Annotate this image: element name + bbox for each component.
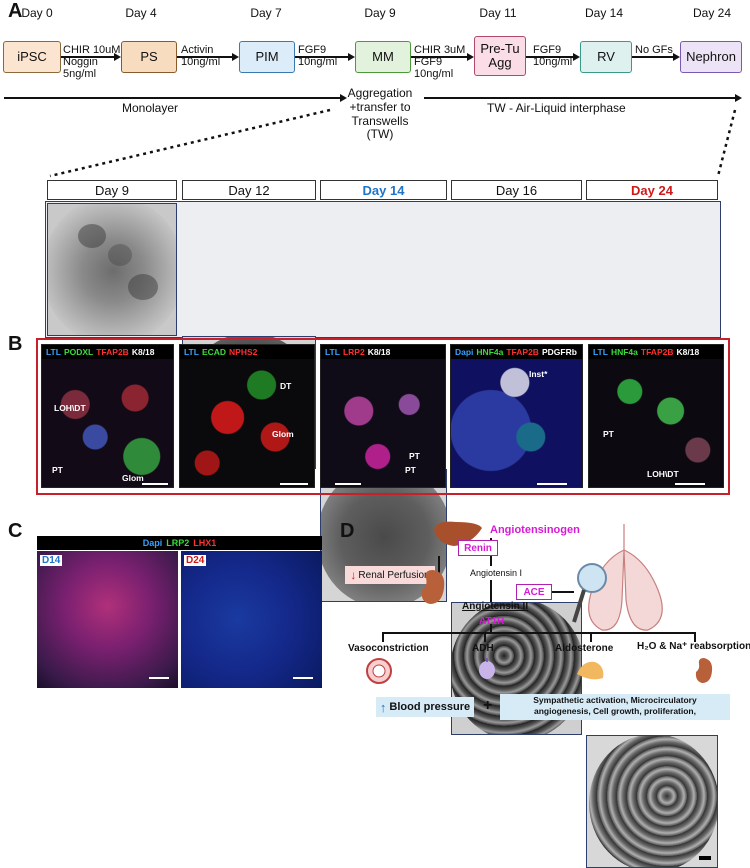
effect-reabsorption: H₂O & Na⁺ reabsorption bbox=[637, 641, 750, 652]
liver-icon bbox=[434, 521, 482, 546]
day-label-9: Day 9 bbox=[364, 6, 396, 20]
day-label-14: Day 14 bbox=[584, 6, 624, 20]
condition-3: FGF9 10ng/ml bbox=[298, 44, 338, 69]
tw-label: TW - Air-Liquid interphase bbox=[487, 101, 626, 115]
stage-ps: PS bbox=[121, 41, 177, 73]
label-pt: PT bbox=[52, 465, 63, 475]
label-dt: DT bbox=[280, 381, 292, 391]
kidney-small-icon bbox=[695, 658, 713, 683]
condition-5: FGF9 10ng/ml bbox=[533, 44, 573, 69]
adrenal-icon bbox=[577, 661, 604, 680]
stage-pretu-agg: Pre-Tu Agg bbox=[474, 36, 526, 76]
condition-4: CHIR 3uM FGF9 10ng/ml bbox=[414, 44, 466, 81]
kidney-icon bbox=[421, 570, 445, 604]
monolayer-label: Monolayer bbox=[122, 101, 179, 115]
d24-label: D24 bbox=[184, 555, 207, 566]
bf-day-12: Day 12 bbox=[182, 180, 316, 200]
label-glom-2: Glom bbox=[272, 429, 294, 439]
renin-box: Renin bbox=[458, 540, 498, 556]
at1r-label: AT1R bbox=[479, 616, 505, 627]
condition-6: No GFs bbox=[635, 44, 673, 56]
label-loh-dt-5: LOH\DT bbox=[647, 469, 679, 479]
stage-ipsc: iPSC bbox=[3, 41, 61, 73]
day-label-4: Day 4 bbox=[125, 6, 157, 20]
magnifier-icon bbox=[572, 563, 607, 623]
label-glom: Glom bbox=[122, 473, 144, 483]
label-pt-a: PT bbox=[409, 451, 420, 461]
angiotensin1-label: Angiotensin I bbox=[470, 568, 523, 578]
renal-perfusion-box: ↓Renal Perfusion bbox=[345, 566, 435, 584]
lungs-icon bbox=[588, 524, 663, 631]
aggregation-label: Aggregation +transfer to Transwells (TW) bbox=[347, 86, 413, 142]
condition-1: CHIR 10uM Noggin 5ng/ml bbox=[63, 44, 121, 81]
panel-a-letter: A bbox=[8, 0, 23, 22]
effect-vasoconstriction: Vasoconstriction bbox=[348, 643, 429, 654]
bf-day-14: Day 14 bbox=[320, 180, 447, 200]
d14-label: D14 bbox=[40, 555, 63, 566]
bf-image-day24 bbox=[586, 735, 718, 868]
panel-c-d14-image: D14 bbox=[37, 551, 178, 688]
angiotensinogen-label: Angiotensinogen bbox=[490, 524, 580, 536]
label-loh-dt: LOH\DT bbox=[54, 403, 86, 413]
day-label-7: Day 7 bbox=[250, 6, 282, 20]
bf-day-24: Day 24 bbox=[586, 180, 718, 200]
day-label-0: Day 0 bbox=[21, 6, 53, 20]
day-label-11: Day 11 bbox=[479, 6, 517, 20]
panel-c-letter: C bbox=[8, 520, 23, 542]
stage-mm: MM bbox=[355, 41, 411, 73]
panel-c-d24-image: D24 bbox=[181, 551, 322, 688]
pituitary-icon bbox=[479, 658, 495, 679]
bf-day-16: Day 16 bbox=[451, 180, 582, 200]
day-label-24: Day 24 bbox=[692, 6, 732, 20]
vessel-icon bbox=[366, 658, 392, 684]
stage-pim: PIM bbox=[239, 41, 295, 73]
panel-b-frame bbox=[36, 338, 730, 495]
stage-nephron: Nephron bbox=[680, 41, 742, 73]
panel-c-header: Dapi LRP2 LHX1 bbox=[37, 536, 322, 550]
effect-adh: ADH bbox=[472, 643, 494, 654]
effect-aldosterone: Aldosterone bbox=[555, 643, 614, 654]
bf-image-day9 bbox=[47, 203, 177, 336]
bf-day-9: Day 9 bbox=[47, 180, 177, 200]
downstream-box: Sympathetic activation, Microcirculatory… bbox=[500, 694, 730, 720]
stage-rv: RV bbox=[580, 41, 632, 73]
zoom-lines bbox=[49, 108, 737, 178]
condition-2: Activin 10ng/ml bbox=[181, 44, 221, 69]
ace-box: ACE bbox=[516, 584, 552, 600]
plus-sign: + bbox=[483, 697, 493, 714]
panel-d-letter: D bbox=[340, 520, 355, 542]
label-inst: Inst* bbox=[529, 369, 548, 379]
label-pt-b: PT bbox=[405, 465, 416, 475]
angiotensin2-label: Angiotensin II bbox=[462, 601, 529, 612]
label-pt-5: PT bbox=[603, 429, 614, 439]
panel-b-letter: B bbox=[8, 333, 23, 355]
blood-pressure-box: ↑Blood pressure bbox=[376, 697, 474, 717]
